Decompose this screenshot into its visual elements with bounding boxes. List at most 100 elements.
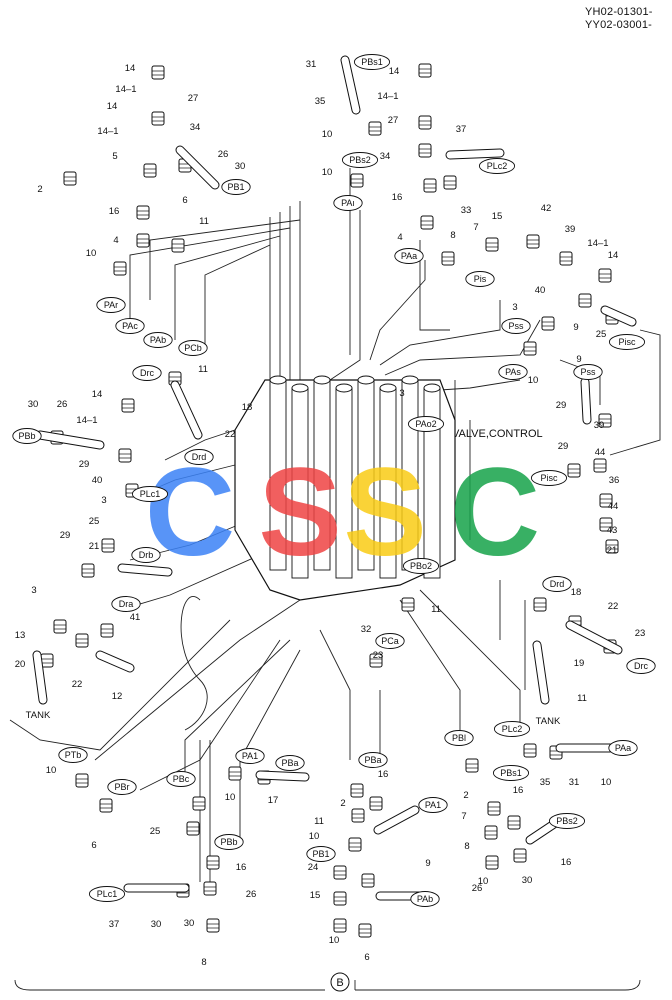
part-number: 31 (306, 59, 317, 70)
part-number: 29 (556, 400, 567, 411)
part-number: 15 (310, 890, 321, 901)
fitting-icon (401, 597, 415, 612)
part-number: 35 (540, 777, 551, 788)
part-number: 20 (15, 659, 26, 670)
part-number: 29 (558, 441, 569, 452)
port-tag-label: PCa (381, 636, 399, 646)
part-number: 2 (37, 184, 42, 195)
part-number: 16 (561, 857, 572, 868)
part-number: 27 (388, 115, 399, 126)
part-number: 39 (565, 224, 576, 235)
connection-line (129, 227, 291, 320)
part-number: 15 (492, 211, 503, 222)
part-number: 44 (595, 447, 606, 458)
port-tag-label: Pisc (540, 473, 558, 483)
part-number: 31 (569, 777, 580, 788)
port-tag: PTb (58, 747, 88, 763)
port-tags: PBs1PBs2PLc2PAıPB1PArPAcPAbPCbDrcPAaPisP… (12, 54, 656, 907)
part-number: 4 (113, 235, 118, 246)
part-number: 14–1 (587, 238, 608, 249)
port-tag-label: PBs2 (556, 816, 578, 826)
part-number: 29 (79, 459, 90, 470)
tank-label: TANK (26, 710, 51, 721)
hose-icon (117, 563, 173, 577)
fitting-icon (348, 837, 362, 852)
port-tag-label: PLc1 (140, 489, 161, 499)
fitting-icon (605, 539, 619, 554)
model-code-2: YY02-03001- (585, 19, 653, 31)
fitting-icon (599, 517, 613, 532)
watermark-letter: C (145, 443, 235, 582)
port-tag: Drd (542, 576, 572, 592)
part-number: 37 (456, 124, 467, 135)
part-number: 19 (574, 658, 585, 669)
watermark-letter: C (450, 443, 540, 582)
part-number: 30 (522, 875, 533, 886)
connection-line (14, 979, 325, 991)
hose-icon (373, 805, 420, 835)
fitting-icon (507, 815, 521, 830)
fitting-icon (186, 821, 200, 836)
part-number: 23 (373, 650, 384, 661)
part-number: 13 (15, 630, 26, 641)
port-tag: PAs (498, 364, 528, 380)
spool-cap (423, 383, 441, 393)
part-number: 6 (182, 195, 187, 206)
spool-cap (313, 375, 331, 385)
port-tag-label: PBa (364, 755, 381, 765)
port-tag: PBl (444, 730, 474, 746)
port-tag: Drc (132, 365, 162, 381)
port-tag-label: Pss (508, 321, 524, 331)
part-number: 10 (46, 765, 57, 776)
port-tag: Drd (184, 449, 214, 465)
hose-icon (175, 145, 220, 190)
spool-cap (401, 375, 419, 385)
fitting-icon (206, 918, 220, 933)
part-number: 39 (594, 420, 605, 431)
part-number: 18 (571, 587, 582, 598)
part-number: 17 (268, 795, 279, 806)
connection-line (184, 639, 291, 785)
connection-line (174, 235, 281, 340)
port-tag: PBa (275, 755, 305, 771)
fittings (32, 55, 637, 938)
fitting-icon (598, 413, 612, 428)
fitting-icon (118, 448, 132, 463)
part-number: 9 (573, 322, 578, 333)
part-number: 22 (608, 601, 619, 612)
port-tag: PBo2 (402, 558, 440, 574)
hose-icon (340, 55, 361, 115)
port-tag-label: PBb (220, 837, 237, 847)
fitting-icon (441, 251, 455, 266)
spool-cap (269, 375, 287, 385)
port-tag: Pss (501, 318, 531, 334)
fitting-icon (100, 623, 114, 638)
part-number: 33 (461, 205, 472, 216)
part-number: 16 (392, 192, 403, 203)
fitting-icon (121, 398, 135, 413)
fitting-icon (485, 855, 499, 870)
fitting-icon (598, 268, 612, 283)
port-tag: PCa (375, 633, 405, 649)
part-number: 11 (577, 693, 587, 704)
connection-line (369, 260, 426, 361)
port-tag-label: PAo2 (415, 419, 436, 429)
spool-cap (357, 375, 375, 385)
fitting-icon (228, 766, 242, 781)
fitting-icon (351, 808, 365, 823)
part-number: 30 (28, 399, 39, 410)
part-number: 40 (92, 475, 103, 486)
fitting-icon (143, 163, 157, 178)
part-number: 11 (314, 816, 324, 827)
part-number: 26 (246, 889, 257, 900)
fitting-icon (593, 458, 607, 473)
tank-label: TANK (536, 716, 561, 727)
part-number: 7 (473, 222, 478, 233)
hose-icon (255, 770, 310, 782)
part-number: 26 (218, 149, 229, 160)
fitting-icon (151, 65, 165, 80)
port-tag: Pisc (530, 470, 568, 486)
